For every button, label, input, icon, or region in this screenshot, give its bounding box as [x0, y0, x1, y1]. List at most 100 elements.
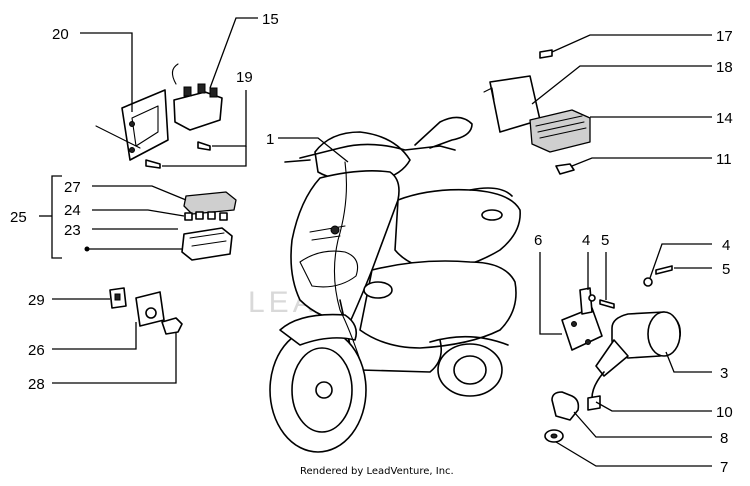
fuse-box-cover	[183, 191, 237, 215]
callout-8: 8	[720, 430, 728, 447]
clip-29-slot	[114, 293, 121, 301]
bracket-hole	[129, 121, 135, 127]
fuse-box-group	[181, 191, 237, 261]
screw-17	[539, 49, 553, 59]
regulator-group	[483, 49, 591, 175]
rendered-by-caption: Rendered by LeadVenture, Inc.	[300, 466, 454, 477]
washer-4b	[643, 277, 653, 287]
screw-19	[197, 141, 211, 151]
mount-pointer	[95, 125, 141, 149]
hv-lead	[591, 371, 605, 399]
leader-7	[555, 441, 712, 467]
leader-8	[573, 411, 712, 438]
washer-7-hole	[550, 433, 558, 439]
lead-end	[587, 395, 601, 411]
callout-3: 3	[720, 365, 728, 382]
coil-boot	[595, 339, 629, 377]
callout-24: 24	[64, 202, 81, 219]
leader-6	[539, 252, 562, 335]
callout-1: 1	[266, 131, 274, 148]
callout-4-right: 4	[722, 237, 730, 254]
front-fender	[279, 313, 358, 346]
front-rim	[291, 347, 353, 433]
callout-11: 11	[716, 151, 732, 168]
mount-clip-group	[109, 287, 183, 335]
screw-20	[145, 159, 161, 169]
spark-plug-cap	[551, 391, 580, 421]
mirror-right	[414, 116, 473, 149]
relay-bracket-group	[95, 63, 223, 169]
seat	[394, 188, 521, 271]
callout-28: 28	[28, 376, 45, 393]
plate-tab	[483, 87, 495, 101]
bracket-tab	[579, 287, 593, 315]
callout-10: 10	[716, 404, 733, 421]
bracket	[121, 89, 169, 161]
relay-unit	[173, 91, 223, 131]
shield-vent	[309, 225, 346, 241]
bracket-hole	[571, 321, 577, 327]
leader-24	[92, 209, 185, 217]
callout-18: 18	[716, 59, 733, 76]
bracket-slot	[131, 105, 159, 147]
fuse	[184, 212, 193, 221]
bracket-hole	[585, 339, 591, 345]
clip-26-hole	[145, 307, 157, 319]
callout-5-right: 5	[722, 261, 730, 278]
screw-5	[599, 299, 615, 309]
callout-14: 14	[716, 110, 733, 127]
screw-5b	[655, 265, 673, 275]
callout-23: 23	[64, 222, 81, 239]
handlebar	[299, 143, 441, 159]
callout-15: 15	[262, 11, 279, 28]
leader-3	[665, 351, 712, 373]
leader-4b	[649, 243, 712, 279]
callout-19: 19	[236, 69, 253, 86]
relay-terminal	[209, 87, 218, 98]
regulator	[529, 109, 591, 153]
rear-tire	[437, 343, 503, 397]
fuse	[195, 211, 204, 220]
leader-27	[92, 185, 187, 201]
callout-7: 7	[720, 459, 728, 476]
callout-5-left: 5	[601, 232, 609, 249]
rear-fender	[429, 335, 509, 346]
side-cover	[363, 281, 393, 299]
front-hub	[315, 381, 333, 399]
relay-wire	[171, 63, 179, 85]
wiring-harness	[333, 161, 361, 361]
callout-17: 17	[716, 28, 733, 45]
callout-27: 27	[64, 179, 81, 196]
leader-11	[571, 157, 712, 167]
leader-19b	[162, 146, 247, 167]
fuse	[219, 212, 228, 221]
relay-terminal	[183, 86, 192, 97]
callout-26: 26	[28, 342, 45, 359]
relay-terminal	[197, 83, 206, 94]
callout-25: 25	[10, 209, 27, 226]
tail-light	[481, 209, 503, 221]
scooter-illustration	[269, 116, 521, 453]
leader-17	[551, 34, 712, 53]
screw-11	[555, 163, 575, 175]
fuse	[207, 211, 216, 220]
ignition-lock	[330, 225, 340, 235]
headlight	[299, 250, 359, 288]
leader-15	[209, 17, 258, 89]
leader-26	[52, 322, 137, 350]
leader-20	[80, 32, 133, 112]
rear-rim	[453, 355, 487, 385]
leader-1	[278, 137, 349, 163]
coil-end	[647, 311, 681, 357]
rear-body	[359, 260, 517, 349]
leader-18	[531, 65, 712, 105]
fuse-box-slots	[189, 232, 227, 247]
bracket-25	[51, 175, 62, 259]
leader-10	[595, 401, 712, 412]
callout-29: 29	[28, 292, 45, 309]
callout-20: 20	[52, 26, 69, 43]
washer-4	[588, 294, 596, 302]
regulator-fins	[535, 115, 587, 139]
